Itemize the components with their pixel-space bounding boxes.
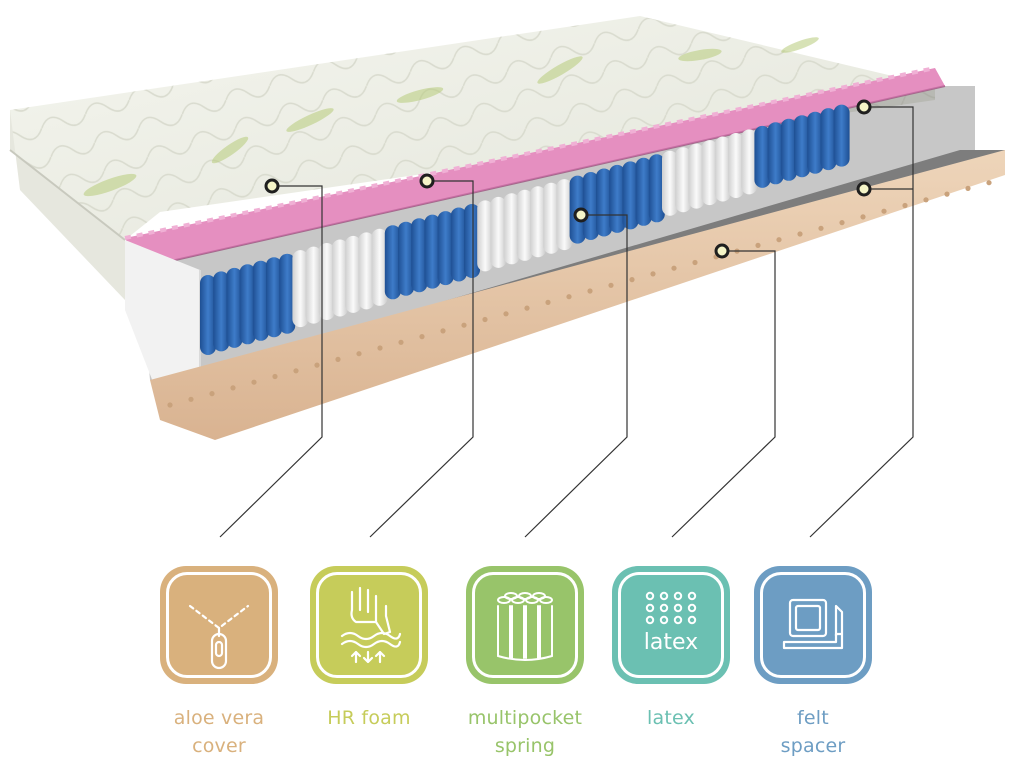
- feature-label: HR foam: [327, 707, 411, 729]
- feature-tile: [310, 566, 428, 684]
- feature-multipocket-spring: multipocket spring: [450, 566, 600, 760]
- blue-pocket-spring: [582, 172, 599, 240]
- blue-pocket-spring: [411, 218, 428, 293]
- callout-dot-latex: [714, 243, 730, 259]
- blue-pocket-spring: [450, 207, 467, 282]
- callout-dot-spring: [573, 207, 589, 223]
- feature-label: felt spacer: [780, 707, 846, 757]
- white-pocket-spring: [345, 235, 362, 313]
- white-pocket-spring: [675, 147, 692, 213]
- white-pocket-spring: [662, 150, 678, 216]
- hand-press-foam-icon: [340, 586, 402, 664]
- blue-pocket-spring: [437, 211, 454, 286]
- callout-lines: [219, 106, 914, 538]
- feature-latex: latex latex: [596, 566, 746, 732]
- pocket-springs-icon: [497, 592, 553, 661]
- feature-tile: latex: [612, 566, 730, 684]
- latex-tile-text: latex: [643, 630, 699, 655]
- callout-dots: [264, 99, 872, 259]
- blue-pocket-spring: [794, 115, 810, 178]
- blue-pocket-spring: [266, 257, 282, 338]
- white-pocket-spring: [741, 129, 758, 195]
- blue-pocket-spring: [239, 264, 256, 345]
- white-pocket-spring: [516, 189, 533, 261]
- white-pocket-spring: [701, 140, 718, 206]
- white-pocket-spring: [358, 232, 375, 310]
- feature-label: aloe vera cover: [173, 707, 265, 757]
- white-pocket-spring: [318, 243, 335, 320]
- feature-felt-spacer: felt spacer: [738, 566, 888, 760]
- white-pocket-spring: [490, 196, 507, 268]
- blue-pocket-spring: [767, 122, 784, 185]
- feature-label: multipocket spring: [467, 707, 583, 757]
- blue-pocket-spring: [398, 221, 414, 296]
- blue-pocket-spring: [648, 154, 665, 223]
- blue-pocket-spring: [635, 157, 652, 226]
- felt-sheet-icon: [782, 598, 844, 650]
- blue-pocket-spring: [596, 168, 612, 237]
- feature-tile: [466, 566, 584, 684]
- blue-pocket-spring: [200, 275, 216, 355]
- blue-pocket-spring: [807, 111, 824, 174]
- blue-pocket-spring: [833, 104, 850, 167]
- blue-pocket-spring: [279, 253, 296, 334]
- feature-tile: [754, 566, 872, 684]
- feature-label: latex: [647, 707, 695, 729]
- white-pocket-spring: [305, 246, 322, 324]
- blue-pocket-spring: [226, 267, 243, 348]
- callout-dot-cover: [264, 178, 280, 194]
- white-pocket-spring: [503, 193, 520, 265]
- white-pocket-spring: [477, 200, 494, 272]
- blue-pocket-spring: [213, 271, 230, 352]
- blue-pocket-spring: [384, 225, 401, 300]
- white-pocket-spring: [728, 133, 744, 198]
- blue-pocket-spring: [622, 161, 639, 230]
- feature-hr-foam: HR foam: [294, 566, 444, 732]
- blue-pocket-spring: [820, 108, 837, 171]
- white-pocket-spring: [530, 186, 546, 258]
- feature-aloe-vera-cover: aloe vera cover: [144, 566, 294, 760]
- zipper-icon: [188, 604, 250, 670]
- callout-dot-foam: [419, 173, 435, 189]
- blue-pocket-spring: [754, 125, 771, 188]
- aloe-vera-cover: [9, 16, 935, 300]
- white-pocket-spring: [714, 136, 731, 202]
- blue-pocket-spring: [780, 118, 797, 181]
- latex-base-layer: [150, 150, 1005, 440]
- latex-holes-icon: [645, 591, 697, 625]
- white-pocket-spring: [556, 179, 573, 251]
- callout-dot-felt: [856, 181, 872, 197]
- white-pocket-spring: [688, 143, 705, 209]
- white-pocket-spring: [543, 182, 560, 254]
- blue-pocket-spring: [252, 260, 269, 341]
- pocket-springs: [200, 104, 850, 355]
- white-pocket-spring: [332, 239, 348, 317]
- white-pocket-spring: [292, 250, 309, 328]
- feature-tile: [160, 566, 278, 684]
- blue-pocket-spring: [464, 204, 480, 278]
- callout-dot-felt-top: [856, 99, 872, 115]
- blue-pocket-spring: [424, 214, 441, 289]
- blue-pocket-spring: [609, 164, 626, 233]
- white-pocket-spring: [371, 228, 388, 306]
